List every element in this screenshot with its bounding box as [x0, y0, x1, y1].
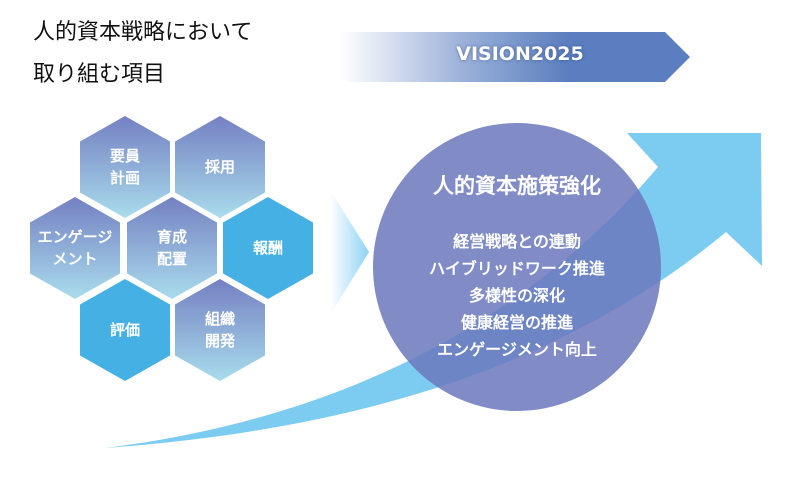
chevron-arrow	[330, 190, 369, 315]
hex-label-org-development: 組織開発	[204, 310, 235, 350]
circle-title: 人的資本施策強化	[433, 174, 601, 198]
hexagon	[127, 197, 217, 299]
hex-label-staffing-plan: 要員計画	[109, 147, 140, 187]
circle-item: 多様性の深化	[468, 286, 565, 305]
hex-label-recruitment: 採用	[204, 158, 235, 176]
hexagon	[175, 279, 265, 381]
hexagon	[80, 279, 170, 381]
hexagon	[80, 116, 170, 218]
hexagon	[175, 116, 265, 218]
strategy-circle	[373, 123, 661, 411]
hexagon	[30, 197, 120, 299]
hex-label-evaluation: 評価	[109, 321, 140, 339]
vision-banner-label: VISION2025	[456, 43, 584, 65]
circle-item-list: 経営戦略との連動 ハイブリッドワーク推進 多様性の深化 健康経営の推進 エンゲー…	[373, 228, 661, 363]
page-title-line-1: 人的資本戦略において	[33, 20, 253, 45]
hex-label-compensation: 報酬	[252, 239, 283, 257]
hexagon	[223, 197, 313, 299]
circle-item: 健康経営の推進	[460, 313, 573, 332]
vision-banner-arrow	[340, 32, 690, 82]
page-title-line-2: 取り組む項目	[33, 62, 166, 87]
hex-label-engagement: エンゲージメント	[37, 228, 113, 268]
circle-item: エンゲージメント向上	[437, 340, 597, 359]
hex-label-development: 育成配置	[156, 228, 187, 268]
circle-item: 経営戦略との連動	[453, 232, 581, 251]
circle-item: ハイブリッドワーク推進	[429, 259, 605, 278]
